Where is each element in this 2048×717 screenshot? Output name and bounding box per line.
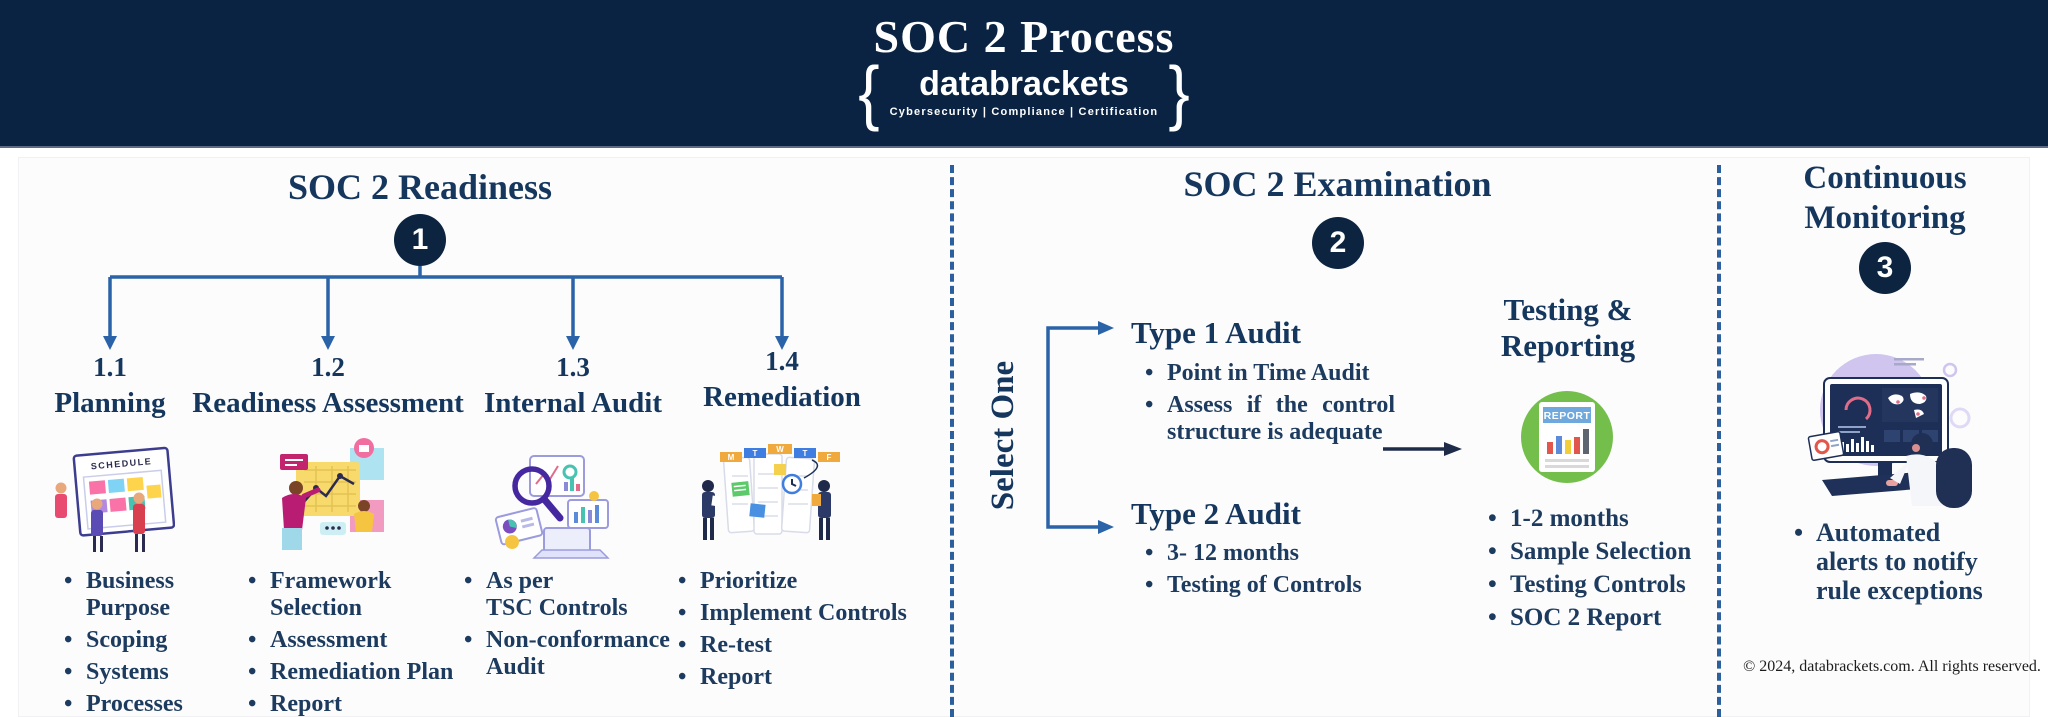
column-label-internal-audit: 1.3 Internal Audit	[483, 352, 663, 419]
testing-reporting-bullet-list: 1-2 months Sample Selection Testing Cont…	[1486, 505, 1706, 637]
column-label-readiness-assessment: 1.2 Readiness Assessment	[192, 352, 464, 419]
type2-bullet-list: 3- 12 months Testing of Controls	[1143, 540, 1395, 604]
list-item: Prioritize	[676, 568, 921, 595]
list-item: Implement Controls	[676, 600, 921, 627]
monitoring-section-title: Continuous Monitoring	[1803, 160, 1967, 237]
internal-audit-bullet-list: As per TSC Controls Non-conformance Audi…	[462, 568, 682, 686]
svg-text:T: T	[803, 449, 808, 458]
task-board-calendar-illustration: M T W T F	[702, 444, 840, 540]
team-assessment-chart-illustration	[280, 438, 384, 550]
monitoring-bullet-list: Automated alerts to notify rule exceptio…	[1792, 518, 1997, 610]
examination-section-title: SOC 2 Examination	[1183, 164, 1492, 204]
list-item: Re-test	[676, 632, 921, 659]
select-one-label: Select One	[985, 360, 1022, 510]
page-title: SOC 2 Process	[873, 11, 1175, 62]
list-item: Report	[676, 664, 921, 691]
report-icon: REPORT	[1521, 391, 1613, 483]
svg-text:REPORT: REPORT	[1544, 410, 1591, 422]
list-item: Scoping	[62, 627, 237, 654]
section-divider-2	[1717, 165, 1721, 717]
logo-left-brace-icon: {	[858, 51, 880, 133]
svg-text:T: T	[753, 449, 758, 458]
list-item: Assess if the control structure is adequ…	[1143, 392, 1395, 446]
monitoring-step-badge: 3	[1859, 242, 1911, 294]
list-item: Testing Controls	[1486, 571, 1706, 599]
list-item: Framework Selection	[246, 568, 476, 622]
list-item: Automated alerts to notify rule exceptio…	[1792, 518, 1997, 605]
readiness-assessment-bullet-list: Framework Selection Assessment Remediati…	[246, 568, 476, 717]
svg-text:M: M	[728, 453, 735, 462]
databrackets-logo: { databrackets Cybersecurity | Complianc…	[858, 56, 1189, 128]
type1-audit-heading: Type 1 Audit	[1131, 315, 1301, 350]
monitoring-dashboard-illustration	[1807, 354, 1972, 508]
list-item: Testing of Controls	[1143, 572, 1395, 599]
list-item: Sample Selection	[1486, 538, 1706, 566]
audit-magnifier-illustration	[494, 455, 610, 559]
list-item: SOC 2 Report	[1486, 604, 1706, 632]
list-item: Processes	[62, 691, 237, 717]
planning-bullet-list: Business Purpose Scoping Systems Process…	[62, 568, 237, 717]
list-item: Point in Time Audit	[1143, 360, 1395, 387]
list-item: Systems	[62, 659, 237, 686]
svg-text:F: F	[827, 453, 832, 462]
remediation-bullet-list: Prioritize Implement Controls Re-test Re…	[676, 568, 921, 696]
list-item: Assessment	[246, 627, 476, 654]
column-label-remediation: 1.4 Remediation	[703, 346, 861, 413]
readiness-section-title: SOC 2 Readiness	[287, 167, 553, 207]
examination-step-badge: 2	[1312, 217, 1364, 269]
schedule-board-illustration: SCHEDULE	[55, 446, 175, 552]
readiness-step-badge: 1	[394, 214, 446, 266]
list-item: Remediation Plan	[246, 659, 476, 686]
section-divider-1	[950, 165, 954, 717]
type2-audit-heading: Type 2 Audit	[1131, 496, 1301, 531]
testing-reporting-heading: Testing & Reporting	[1500, 292, 1636, 363]
list-item: Business Purpose	[62, 568, 237, 622]
logo-tagline: Cybersecurity | Compliance | Certificati…	[889, 105, 1159, 118]
type1-bullet-list: Point in Time Audit Assess if the contro…	[1143, 360, 1395, 451]
copyright-notice: © 2024, databrackets.com. All rights res…	[1743, 658, 2041, 675]
logo-brand-text: databrackets	[919, 64, 1129, 103]
list-item: 1-2 months	[1486, 505, 1706, 533]
svg-text:W: W	[776, 445, 784, 454]
list-item: Report	[246, 691, 476, 717]
header-banner: SOC 2 Process { databrackets Cybersecuri…	[0, 0, 2048, 148]
list-item: As per TSC Controls	[462, 568, 682, 622]
list-item: 3- 12 months	[1143, 540, 1395, 567]
list-item: Non-conformance Audit	[462, 627, 682, 681]
logo-right-brace-icon: }	[1168, 51, 1190, 133]
column-label-planning: 1.1 Planning	[54, 352, 166, 419]
